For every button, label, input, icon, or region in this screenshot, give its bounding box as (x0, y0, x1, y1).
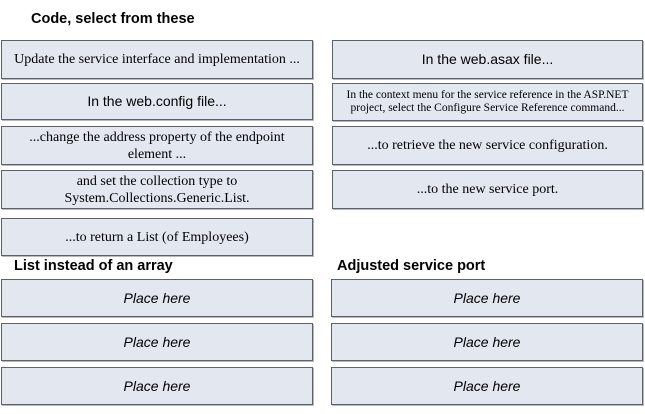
option-label: In the context menu for the service refe… (346, 88, 629, 115)
right-drop-target-3[interactable]: Place here (331, 367, 643, 405)
left-drop-target-2[interactable]: Place here (1, 323, 313, 361)
placeholder-label: Place here (123, 378, 191, 394)
page-title: Code, select from these (31, 11, 195, 27)
right-target-heading: Adjusted service port (337, 258, 486, 274)
option-return-list-of-employees[interactable]: ...to return a List (of Employees) (1, 218, 313, 256)
right-drop-target-2[interactable]: Place here (331, 323, 643, 361)
option-change-address-property[interactable]: ...change the address property of the en… (1, 126, 313, 165)
option-configure-service-reference[interactable]: In the context menu for the service refe… (332, 83, 643, 121)
left-target-heading: List instead of an array (14, 258, 173, 274)
option-retrieve-service-configuration[interactable]: ...to retrieve the new service configura… (332, 126, 643, 165)
option-label: In the web.config file... (87, 93, 227, 109)
left-drop-target-3[interactable]: Place here (1, 367, 313, 405)
left-drop-target-1[interactable]: Place here (1, 279, 313, 317)
option-label: ...to retrieve the new service configura… (367, 138, 608, 153)
option-label: ...change the address property of the en… (29, 129, 285, 162)
placeholder-label: Place here (453, 334, 521, 350)
option-set-collection-type[interactable]: and set the collection type to System.Co… (1, 170, 313, 209)
option-label: and set the collection type to System.Co… (64, 173, 250, 206)
option-new-service-port[interactable]: ...to the new service port. (332, 170, 643, 209)
option-web-asax-file[interactable]: In the web.asax file... (332, 40, 643, 79)
placeholder-label: Place here (123, 334, 191, 350)
option-label: In the web.asax file... (421, 51, 554, 67)
option-label: ...to return a List (of Employees) (65, 229, 249, 245)
option-label: Update the service interface and impleme… (14, 52, 300, 67)
option-label: ...to the new service port. (416, 182, 559, 197)
option-web-config-file[interactable]: In the web.config file... (1, 83, 313, 120)
right-drop-target-1[interactable]: Place here (331, 279, 643, 317)
placeholder-label: Place here (453, 290, 521, 306)
placeholder-label: Place here (123, 290, 191, 306)
option-update-service-interface[interactable]: Update the service interface and impleme… (1, 40, 313, 79)
placeholder-label: Place here (453, 378, 521, 394)
